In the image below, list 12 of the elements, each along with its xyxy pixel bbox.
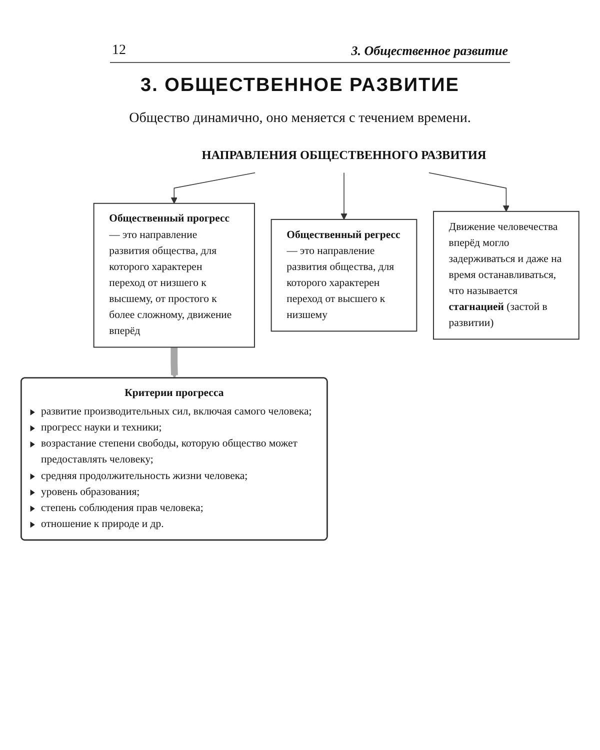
page-number: 12 bbox=[112, 43, 126, 59]
arrow bbox=[170, 347, 178, 378]
arrow bbox=[170, 172, 256, 204]
node-box: Общественный прогресс — это направление развития общества, для которого характерен переход от низшего к высшему, от простого к более сложному, движение вперёд bbox=[93, 202, 255, 348]
page-title: 3. ОБЩЕСТВЕННОЕ РАЗВИТИЕ bbox=[140, 75, 460, 97]
node-box: Движение человечества вперёд могло задерживаться и даже на время останавливаться, что называется стагнацией (застой в развитии) bbox=[433, 210, 580, 340]
intro-text: Общество динамично, оно меняется с течением времени. bbox=[128, 111, 472, 127]
arrow bbox=[340, 172, 348, 220]
node-text: НАПРАВЛЕНИЯ ОБЩЕСТВЕННОГО РАЗВИТИЯ bbox=[202, 149, 486, 162]
arrow bbox=[428, 172, 510, 212]
running-header: 3. Общественное развитие bbox=[351, 43, 508, 59]
node-box: Общественный регресс — это направление развития общества, для которого характерен переход от высшего к низшему bbox=[270, 218, 418, 332]
